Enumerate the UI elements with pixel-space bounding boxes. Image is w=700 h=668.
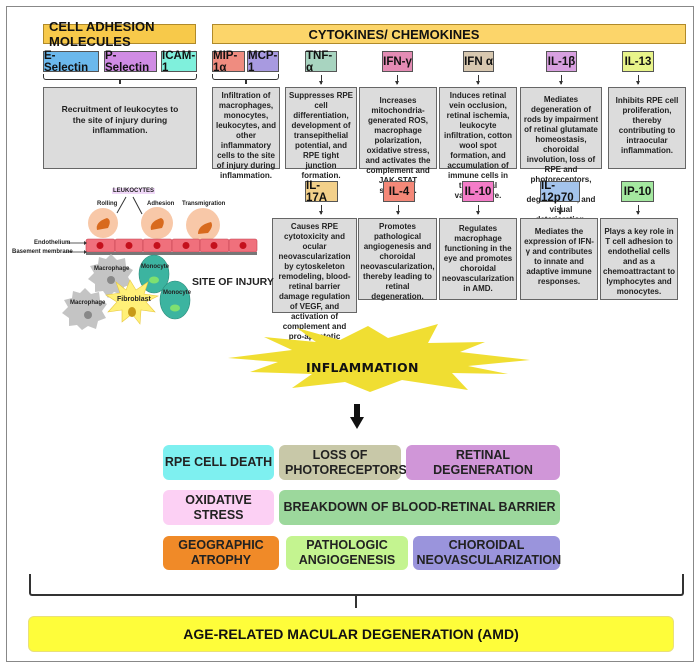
- desc-tnf-a: Suppresses RPE cell differentiation, dev…: [285, 87, 357, 180]
- desc-ifn-g: Increases mitochondria-generated ROS, ma…: [359, 87, 437, 195]
- desc-il-13: Inhibits RPE cell proliferation, thereby…: [608, 87, 686, 169]
- arrow-il-17a: [319, 205, 323, 215]
- adhesion-label: Adhesion: [147, 201, 175, 207]
- amd-label: AGE-RELATED MACULAR DEGENERATION (AMD): [183, 626, 519, 642]
- tag-il-12p70: IL-12p70: [540, 180, 580, 204]
- tag-il-1b: IL-1β: [546, 51, 577, 72]
- arrow-to-adhesion: [132, 196, 143, 215]
- tag-ip-10: IP-10: [621, 181, 654, 202]
- desc-il-1b: Mediates degeneration of rods by impairm…: [520, 87, 602, 224]
- tag-il-4: IL-4: [383, 181, 415, 202]
- cell-adhesion-header: CELL ADHESION MOLECULES: [43, 19, 196, 49]
- tag-icam-1: ICAM-1: [161, 49, 197, 74]
- fibroblast: [105, 279, 159, 325]
- inflammation-label: INFLAMMATION: [306, 360, 419, 375]
- cytokines-header: CYTOKINES/ CHEMOKINES: [212, 24, 686, 44]
- tag-il-13: IL-13: [622, 51, 654, 72]
- tag-ifn-g: IFN-γ: [382, 51, 413, 72]
- desc-mip-mcp: Infiltration of macrophages, monocytes, …: [212, 87, 280, 180]
- outcome-retinal-degeneration: RETINAL DEGENERATION: [406, 445, 560, 480]
- inflammation-starburst: [228, 324, 530, 392]
- desc-il-12p70: Mediates the expression of IFN-γ and con…: [520, 218, 598, 300]
- tag-tnf-a: TNF-α: [305, 50, 337, 74]
- macrophage-label-2: Macrophage: [70, 300, 106, 306]
- basement-membrane: [86, 252, 257, 255]
- arrow-il-13: [636, 75, 640, 85]
- endothelium-label: Endothelium: [34, 240, 71, 246]
- arrow-il-4: [396, 205, 400, 215]
- desc-adhesion: Recruitment of leukocytes to the site of…: [43, 87, 197, 169]
- tag-p-selectin: P-Selectin: [104, 50, 157, 74]
- macrophage-2: [62, 288, 107, 330]
- transmigration-label: Transmigration: [182, 201, 226, 207]
- arrow-tnf: [319, 75, 323, 85]
- leukocyte-transmigration: [186, 208, 220, 242]
- leukocyte-rolling: [88, 208, 118, 238]
- arrow-ip-10: [636, 205, 640, 215]
- fibroblast-label: Fibroblast: [117, 296, 151, 303]
- outcome-breakdown-brb: BREAKDOWN OF BLOOD-RETINAL BARRIER: [279, 490, 560, 525]
- brace-bottom-stem: [355, 596, 357, 608]
- arrow-il-10: [476, 205, 480, 215]
- tag-e-selectin: E-Selectin: [43, 50, 99, 74]
- arrow-ifn-a: [476, 75, 480, 85]
- desc-ifn-a: Induces retinal vein occlusion, retinal …: [439, 87, 517, 200]
- monocyte-label-2: Monocyte: [163, 290, 192, 296]
- desc-il-10: Regulates macrophage functioning in the …: [439, 218, 517, 300]
- brace-adhesion-stem: [119, 80, 121, 84]
- outcome-pathologic-angiogenesis: PATHOLOGIC ANGIOGENESIS: [286, 536, 408, 570]
- arrow-to-rolling: [116, 196, 127, 214]
- rolling-label: Rolling: [97, 201, 118, 207]
- basement-membrane-label: Basement membrane: [12, 249, 73, 255]
- outcome-choroidal-neovascularization: CHOROIDAL NEOVASCULARIZATION: [413, 536, 561, 570]
- amd-box: AGE-RELATED MACULAR DEGENERATION (AMD): [28, 616, 674, 652]
- brace-mip-mcp-stem: [245, 80, 247, 84]
- macrophage-label-1: Macrophage: [94, 266, 130, 272]
- arrow-down-icon: [350, 404, 364, 429]
- outcome-geographic-atrophy: GEOGRAPHIC ATROPHY: [163, 536, 279, 570]
- desc-ip-10: Plays a key role in T cell adhesion to e…: [600, 218, 678, 300]
- leukocytes-label: LEUKOCYTES: [112, 188, 156, 194]
- leukocyte-illustration: [62, 196, 258, 330]
- monocyte-2: [159, 280, 191, 320]
- cytokines-title: CYTOKINES/ CHEMOKINES: [308, 26, 480, 42]
- outcome-rpe-cell-death: RPE CELL DEATH: [163, 445, 274, 480]
- tag-mcp-1: MCP-1: [247, 49, 279, 74]
- outcome-oxidative-stress: OXIDATIVE STRESS: [163, 490, 274, 525]
- brace-adhesion: [43, 74, 197, 80]
- monocyte-label-1: Monocyte: [141, 264, 170, 270]
- endothelium-layer: [85, 238, 258, 253]
- site-of-injury-label: SITE OF INJURY: [192, 276, 274, 288]
- tag-il-17a: IL-17A: [305, 180, 338, 204]
- brace-bottom: [29, 574, 684, 596]
- tag-ifn-a: IFN α: [463, 51, 494, 72]
- desc-il-17a: Causes RPE cytotoxicity and ocular neova…: [272, 218, 357, 351]
- outcome-loss-of-photoreceptors: LOSS OF PHOTORECEPTORS: [279, 445, 407, 480]
- arrow-il-12p70: [558, 205, 562, 215]
- leukocyte-adhesion: [141, 207, 173, 239]
- arrow-ifn-g: [395, 75, 399, 85]
- tag-mip-1a: MIP-1α: [212, 50, 245, 74]
- arrow-il-1b: [559, 75, 563, 85]
- desc-il-4: Promotes pathological angiogenesis and c…: [358, 218, 437, 301]
- tag-il-10: IL-10: [462, 181, 494, 202]
- brace-mip-mcp: [212, 74, 279, 80]
